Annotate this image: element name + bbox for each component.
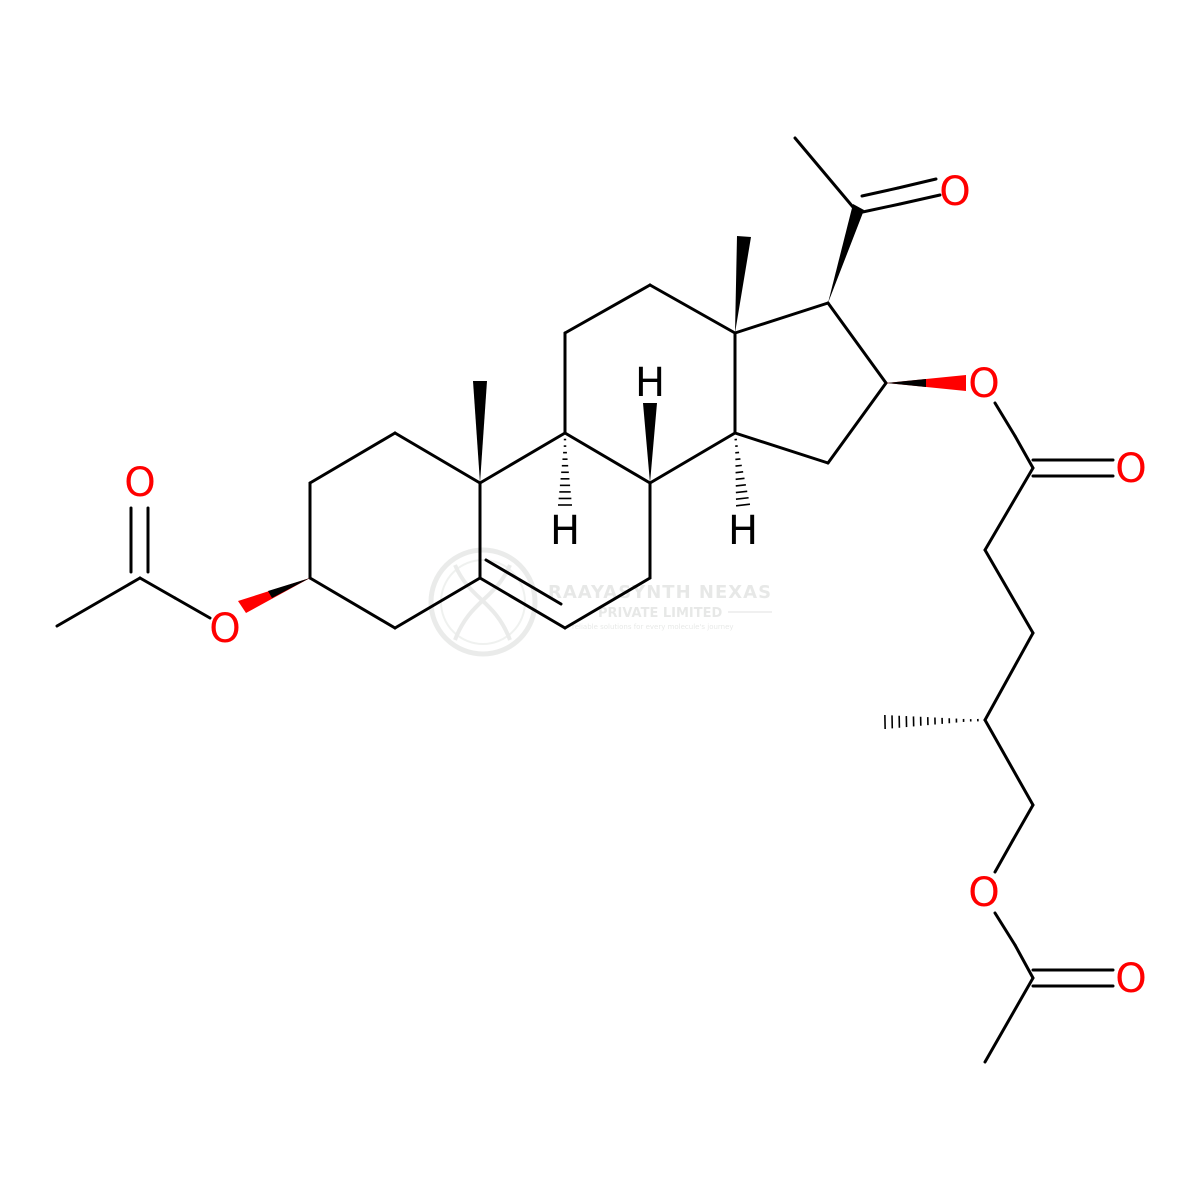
hash-c14-h-stroke-4 [735,458,741,461]
atom-o-c16-ester: O [968,361,999,407]
bond-ringD-3 [826,381,888,465]
bond-chain-1 [983,466,1035,552]
bond-ringB-double-outer [478,576,567,630]
bond-ringB-double-inner [484,558,563,606]
atom-h-c8: H [635,360,665,406]
atom-o-chain-ester: O [968,870,999,916]
bond-chain-o-red [993,838,1015,874]
bond-chain-2 [983,548,1035,635]
wedge-c3-o-black [268,578,310,598]
bond-acetyl-co-b-red [896,177,938,190]
bond-chain-3 [983,631,1035,722]
atom-o-c3-ester: O [209,606,240,652]
watermark: RAAYASYNTH NEXAS PRIVATE LIMITED reliabl… [428,547,772,657]
bond-term-o-black [1013,943,1035,980]
bond-ringC-2 [563,283,652,335]
watermark-logo-helix [453,564,512,641]
hash-c14-h-stroke-5 [735,464,742,467]
bond-ringA-2 [308,431,397,485]
bond-ringD-2 [826,301,888,385]
bond-ringC-3 [648,283,737,335]
atom-o-ester-carbonyl: O [1115,446,1146,492]
hash-c14-h-stroke-10 [735,496,749,500]
bond-ringA-3 [393,431,482,485]
bond-ringA-6 [308,576,397,630]
wedge-group [238,204,966,613]
watermark-company-suffix: PRIVATE LIMITED [598,606,723,621]
watermark-tagline: reliable solutions for every molecule's … [572,623,734,631]
atom-label-group: O O O O O O O H H H [124,169,1146,1002]
bond-ringB-4 [563,431,652,485]
bond-term-o-red [993,911,1017,947]
watermark-company-name: RAAYASYNTH NEXAS [548,582,772,603]
bond-chain-4 [983,718,1035,807]
atom-o-3ac-carbonyl: O [124,460,155,506]
bond-acetyl-co-a-black [856,202,902,215]
bond-acetyl-co-a-red [898,193,942,206]
atom-o-terminal-carbonyl: O [1115,956,1146,1002]
hash-group [558,438,979,730]
wedge-c19-methyl [473,381,487,483]
bond-group [55,136,1115,1064]
hash-c14-h-stroke-6 [735,471,744,474]
bond-ringB-2 [563,576,652,630]
hash-c14-h-stroke-7 [735,477,745,481]
bond-3ac-co-single-red [173,596,212,620]
bond-ringC-5 [648,431,737,485]
wedge-c8-h [643,403,657,483]
wedge-c17-acetyl [828,204,864,303]
bond-acetyl-co-b-black [860,186,900,198]
watermark-logo-ring [428,547,538,657]
atom-o-acetyl-carbonyl: O [939,169,970,215]
bond-chain-o-black [1011,803,1035,842]
bond-term-methyl [983,976,1035,1064]
hash-c14-h-stroke-11 [735,503,751,507]
bond-ringD-4 [733,431,830,465]
atom-h-c9: H [550,508,580,554]
bond-ringA-5 [393,576,482,630]
hash-c14-h-stroke-8 [735,484,746,487]
bond-16ester-o-red [993,401,1017,438]
wedge-c18-methyl [735,236,751,333]
bond-acetyl-methyl [793,136,860,215]
bond-ringB-5 [478,431,567,485]
bond-ringD-1 [733,301,830,335]
bond-16ester-o-black [1013,434,1035,470]
wedge-c16-o-black [886,379,926,387]
hash-c14-h-stroke-9 [735,490,748,494]
bond-3ac-methyl [55,576,142,628]
atom-h-c14: H [728,508,758,554]
bond-3ac-co-single-black [138,576,177,600]
